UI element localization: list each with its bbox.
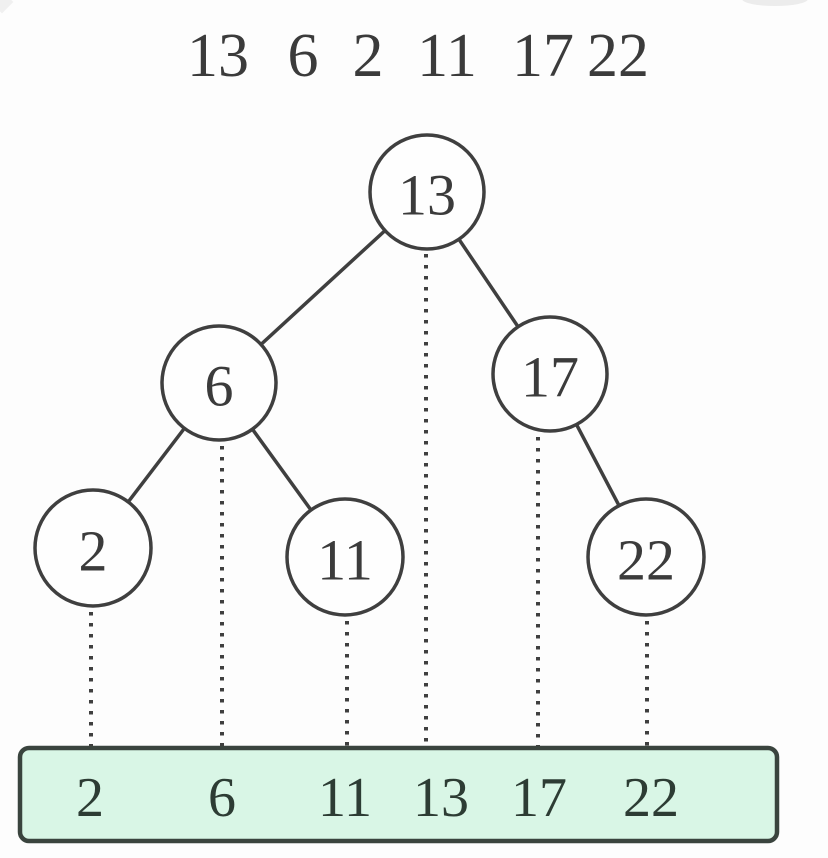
tree-node-22: 22 — [586, 497, 706, 617]
node-label-17: 17 — [521, 345, 579, 410]
sorted-array-value: 2 — [76, 767, 104, 829]
insertion-sequence-value: 11 — [417, 22, 477, 90]
node-circle-13 — [368, 133, 486, 251]
node-circle-11 — [285, 497, 405, 617]
insertion-sequence-value: 6 — [288, 22, 319, 90]
sorted-array-value: 17 — [511, 767, 567, 829]
sorted-array-box: 2 6 11 13 17 22 — [17, 745, 780, 844]
projection-lines — [89, 254, 649, 746]
tree-node-13: 13 — [368, 133, 486, 251]
insertion-sequence-value: 13 — [187, 22, 249, 90]
tree-nodes: 13 6 17 2 11 22 — [33, 133, 706, 617]
node-label-22: 22 — [617, 528, 675, 593]
insertion-sequence-value: 17 — [512, 22, 574, 90]
node-label-13: 13 — [398, 163, 456, 228]
sorted-array-value: 11 — [318, 767, 372, 829]
node-circle-17 — [491, 315, 609, 433]
sorted-array-value: 13 — [413, 767, 469, 829]
insertion-sequence-value: 2 — [353, 22, 384, 90]
tree-node-6: 6 — [160, 324, 278, 442]
insertion-sequence: 13 6 2 11 17 22 — [187, 22, 649, 90]
tree-node-17: 17 — [491, 315, 609, 433]
node-circle-6 — [160, 324, 278, 442]
sorted-array-value: 22 — [623, 767, 679, 829]
node-circle-22 — [586, 497, 706, 617]
node-label-2: 2 — [79, 519, 108, 584]
node-label-6: 6 — [205, 354, 234, 419]
sorted-array-rect — [17, 745, 780, 844]
tree-node-11: 11 — [285, 497, 405, 617]
insertion-sequence-value: 22 — [587, 22, 649, 90]
sorted-array-value: 6 — [208, 767, 236, 829]
node-circle-2 — [33, 488, 153, 608]
node-label-11: 11 — [317, 528, 373, 593]
tree-node-2: 2 — [33, 488, 153, 608]
